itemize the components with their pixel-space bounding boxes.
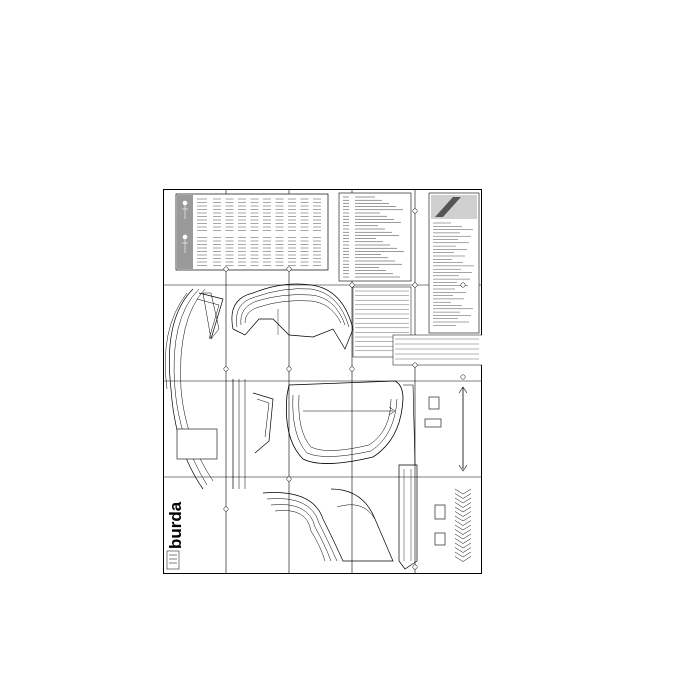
pattern-sheet: burda (163, 189, 482, 574)
chevron-strip (454, 488, 472, 562)
tile-marker (223, 506, 229, 512)
tile-marker (412, 362, 418, 368)
tile-marker (286, 476, 292, 482)
tile-marker (460, 282, 466, 288)
pattern-piece-yoke (231, 283, 354, 350)
tile-marker (286, 366, 292, 372)
pattern-piece-left (165, 288, 246, 490)
pattern-piece-strip (398, 384, 418, 570)
pattern-piece-bottom (262, 488, 394, 562)
burda-logo: burda (166, 501, 185, 570)
instructions-panel (338, 192, 412, 282)
figure-icon (182, 200, 188, 253)
illustration-panel (428, 192, 480, 334)
tile-marker (223, 266, 229, 272)
tile-marker (286, 266, 292, 272)
tile-marker (223, 366, 229, 372)
tile-marker (412, 564, 418, 570)
pattern-piece-center (252, 380, 404, 464)
tile-marker (349, 282, 355, 288)
tile-marker (412, 208, 418, 214)
svg-text:burda: burda (166, 501, 185, 549)
pattern-sheet-drawing: burda (163, 189, 482, 574)
cutting-layout-table (352, 286, 482, 366)
pattern-piece-details (424, 386, 468, 546)
tile-marker (412, 282, 418, 288)
tile-marker (460, 374, 466, 380)
size-chart-panel (175, 193, 329, 271)
tile-markers (223, 208, 466, 570)
tile-marker (349, 366, 355, 372)
